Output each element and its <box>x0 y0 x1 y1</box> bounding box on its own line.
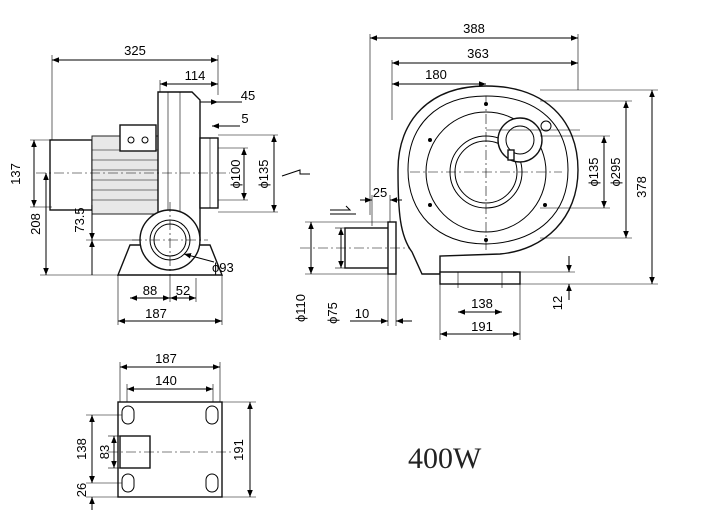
bearing-boss <box>497 117 543 163</box>
dim-10: 10 <box>355 306 369 321</box>
mount-slot <box>205 473 219 493</box>
base-view: 187 140 138 83 26 191 <box>74 351 256 510</box>
dim-138-front: 138 <box>471 296 493 311</box>
drain-plug <box>507 149 515 161</box>
dim-5: 5 <box>241 111 248 126</box>
front-base <box>439 271 521 285</box>
dim-dia-100: ϕ100 <box>228 160 243 189</box>
dim-191-base: 191 <box>231 439 246 461</box>
dim-45: 45 <box>241 88 255 103</box>
volute-housing <box>397 85 579 275</box>
dim-325: 325 <box>124 43 146 58</box>
dim-dia-93: ϕ93 <box>212 260 234 275</box>
bolt-icon <box>540 120 552 132</box>
motor-fan-cover <box>49 139 93 211</box>
dim-363: 363 <box>467 46 489 61</box>
dim-114: 114 <box>185 68 206 83</box>
dim-140: 140 <box>155 373 177 388</box>
dim-dia-135: ϕ135 <box>256 160 271 189</box>
dim-191-front: 191 <box>471 319 493 334</box>
dim-dia-110: ϕ110 <box>293 294 308 322</box>
dim-dia-75: ϕ75 <box>325 302 340 324</box>
dim-180: 180 <box>425 67 447 82</box>
airflow-arrow-in <box>281 169 310 177</box>
dim-dia-295: ϕ295 <box>608 158 623 187</box>
dim-378: 378 <box>634 176 649 198</box>
dim-25: 25 <box>373 185 387 200</box>
dim-88: 88 <box>143 283 157 298</box>
dim-138-base: 138 <box>74 438 89 460</box>
front-view: 388 363 180 <box>293 21 658 340</box>
dim-12: 12 <box>550 296 565 310</box>
dim-187-base: 187 <box>155 351 177 366</box>
dim-187-side: 187 <box>145 306 167 321</box>
dim-front-dia-135: ϕ135 <box>586 158 601 187</box>
dim-208: 208 <box>28 213 43 235</box>
side-view: 325 114 45 5 <box>8 43 310 325</box>
power-rating-label: 400W <box>408 442 482 475</box>
dim-73-5: 73.5 <box>72 207 87 232</box>
mount-slot <box>205 405 219 425</box>
dim-137: 137 <box>8 163 23 185</box>
dim-388: 388 <box>463 21 485 36</box>
airflow-arrow-out <box>330 205 356 215</box>
dim-83: 83 <box>97 445 112 459</box>
terminal-box <box>119 124 157 152</box>
dim-26: 26 <box>74 483 89 497</box>
dim-52: 52 <box>176 283 190 298</box>
